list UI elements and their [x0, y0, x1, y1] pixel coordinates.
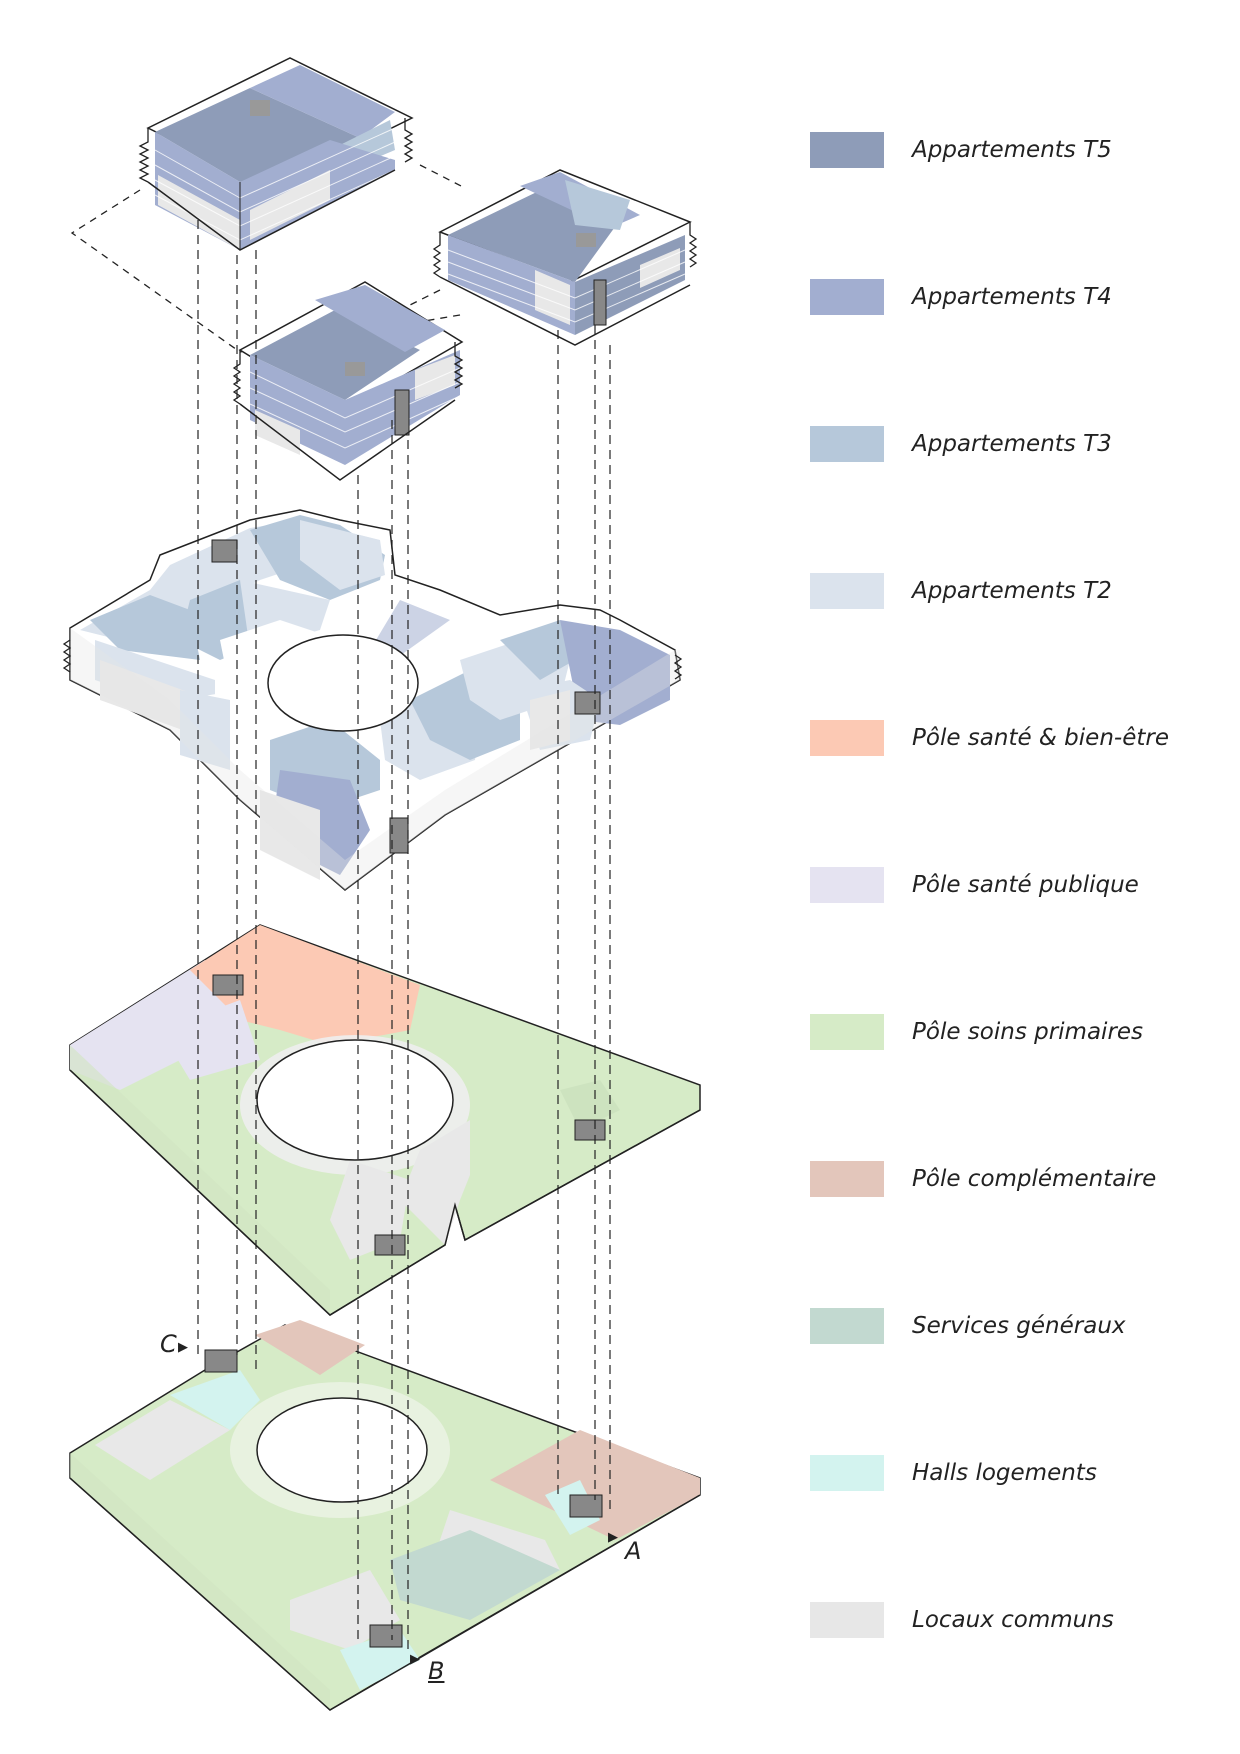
- section-marker-a: A: [625, 1537, 642, 1565]
- level-health: [69, 924, 701, 1316]
- legend-swatch: [810, 426, 884, 462]
- legend-item: Pôle complémentaire: [810, 1159, 1156, 1199]
- level-ground: [69, 1320, 701, 1711]
- legend-item: Appartements T4: [810, 277, 1112, 317]
- legend-item: Pôle santé & bien-être: [810, 718, 1169, 758]
- tower-left: [138, 57, 414, 251]
- tower-right: [432, 169, 698, 346]
- legend-item: Pôle soins primaires: [810, 1012, 1143, 1052]
- legend-swatch: [810, 279, 884, 315]
- legend-item: Locaux communs: [810, 1600, 1114, 1640]
- section-marker-b: B: [428, 1657, 445, 1685]
- legend-label: Pôle soins primaires: [912, 1019, 1144, 1045]
- legend-label: Pôle complémentaire: [912, 1166, 1157, 1192]
- legend-label: Services généraux: [912, 1313, 1126, 1339]
- legend-label: Pôle santé publique: [912, 872, 1139, 898]
- legend-swatch: [810, 1602, 884, 1638]
- legend-swatch: [810, 867, 884, 903]
- tower-middle: [232, 281, 464, 481]
- legend-item: Halls logements: [810, 1453, 1097, 1493]
- legend-swatch: [810, 132, 884, 168]
- core-projection-lines: [197, 220, 611, 1655]
- legend-item: Appartements T3: [810, 424, 1112, 464]
- legend-swatch: [810, 720, 884, 756]
- legend-item: Pôle santé publique: [810, 865, 1139, 905]
- legend-label: Appartements T4: [912, 284, 1112, 310]
- legend-label: Appartements T3: [912, 431, 1112, 457]
- section-marker-c-arrow: ▶: [178, 1340, 188, 1355]
- legend-label: Halls logements: [912, 1460, 1097, 1486]
- legend-swatch: [810, 1161, 884, 1197]
- legend-item: Appartements T2: [810, 571, 1112, 611]
- legend-swatch: [810, 573, 884, 609]
- section-marker-c: C: [160, 1330, 177, 1358]
- legend-swatch: [810, 1014, 884, 1050]
- legend-label: Appartements T5: [912, 137, 1112, 163]
- section-marker-b-arrow: ▶: [410, 1652, 420, 1667]
- legend-item: Services généraux: [810, 1306, 1126, 1346]
- legend-label: Locaux communs: [912, 1607, 1114, 1633]
- legend-swatch: [810, 1455, 884, 1491]
- legend-item: Appartements T5: [810, 130, 1112, 170]
- legend-swatch: [810, 1308, 884, 1344]
- legend-label: Appartements T2: [912, 578, 1112, 604]
- legend-label: Pôle santé & bien-être: [912, 725, 1169, 751]
- level-housing: [62, 509, 683, 891]
- section-marker-a-arrow: ▶: [608, 1530, 618, 1545]
